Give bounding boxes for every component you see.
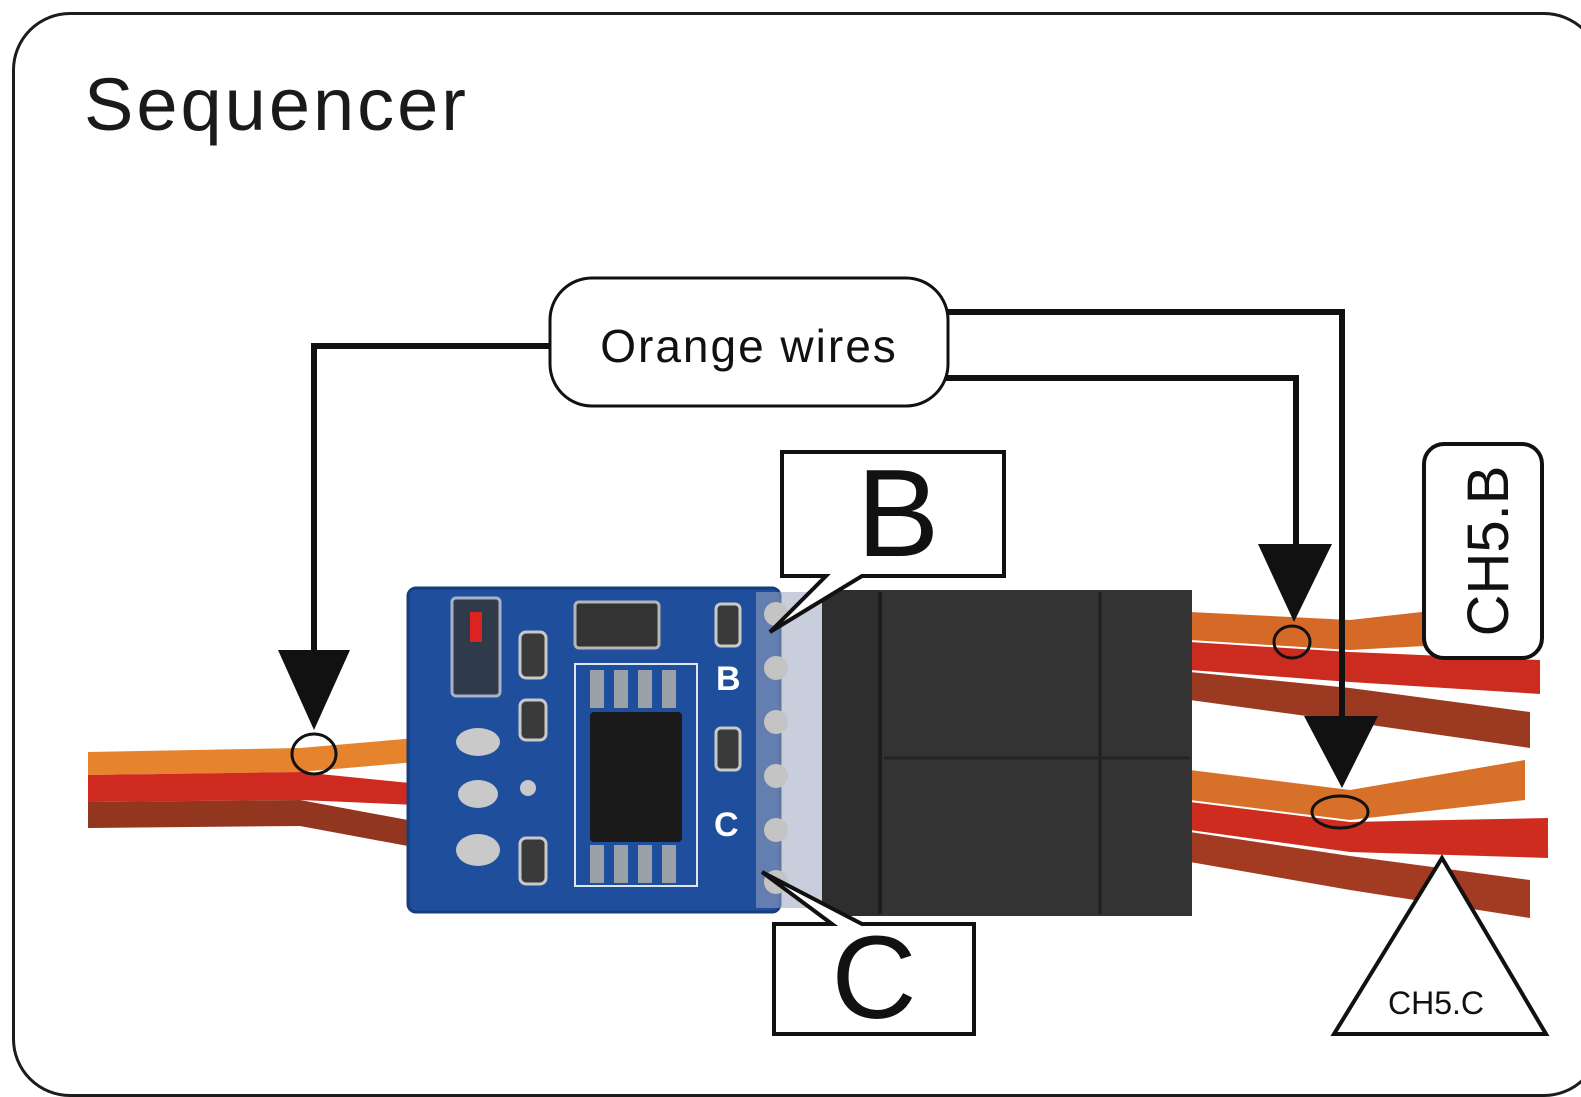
callout-b-box [768,450,1006,634]
ch5c-label-triangle [1330,854,1550,1036]
left-cable [88,736,440,852]
callout-c-box [760,870,976,1036]
callout-b-text: B [857,445,940,583]
orange-wires-callout [548,276,950,408]
connector-housing [822,590,1192,916]
orange-wire-leaders [311,309,1345,728]
pcb-board [406,586,826,914]
ch5c-label-text: CH5.C [1388,985,1484,1021]
left-orange-wire-marker [290,732,338,776]
diagram-title: Sequencer [84,63,469,146]
callout-c-text: C [831,912,916,1044]
ch5c-orange-wire-marker [1310,794,1370,830]
ch5b-orange-wire-marker [1272,624,1312,660]
arrowheads [278,544,1378,788]
pcb-label-b: B [716,660,741,698]
ch5b-label-box [1422,442,1544,660]
pcb-label-c: C [714,806,739,844]
orange-wires-callout-text: Orange wires [600,320,898,372]
ch5b-label-text: CH5.B [1456,466,1521,637]
